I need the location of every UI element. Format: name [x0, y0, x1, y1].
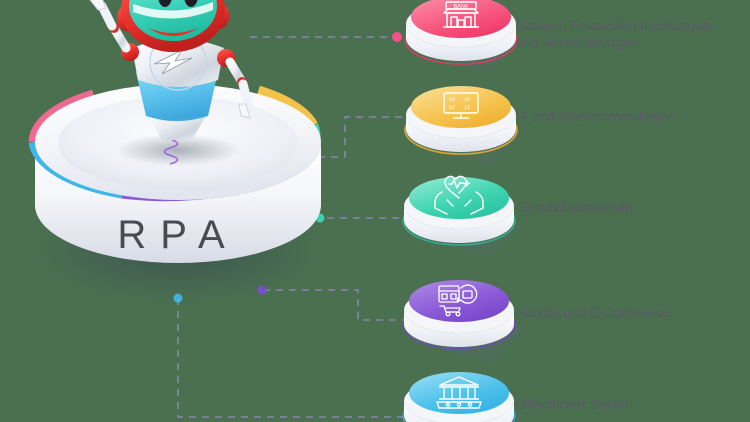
robot-hand-left [89, 0, 107, 11]
connector-banking-dot [392, 32, 402, 42]
robot-eye-left [158, 0, 172, 7]
connector-retail-line [263, 289, 470, 321]
svg-text:10: 10 [464, 97, 470, 103]
industry-button-retail[interactable] [402, 280, 524, 364]
hub-cylinder-side [35, 142, 321, 263]
industry-label-health: Gesundheitswesen [516, 200, 633, 215]
classical-building-icon [436, 376, 482, 409]
public-base-side [404, 401, 514, 422]
hands-heart-pulse-icon [434, 175, 484, 215]
robot-head [117, 0, 229, 52]
robot-face-highlight [133, 2, 213, 19]
public-cap [409, 372, 509, 414]
svg-text:BANK: BANK [454, 4, 469, 10]
robot-mouth [148, 28, 198, 36]
bank-building-icon: BANK [443, 1, 479, 28]
rpa-hub-platform[interactable]: RPA [28, 84, 328, 304]
industry-label-public: Öffentlicher Sektor [516, 397, 630, 412]
industry-label-banking: Banken, Finanzdienstleistungen und Versi… [516, 18, 711, 50]
robot-spring [163, 139, 179, 165]
svg-text:01: 01 [449, 105, 455, 111]
hub-rpa-label: RPA [117, 213, 238, 257]
robot-contact-shadow [116, 134, 240, 166]
health-base-side [404, 206, 514, 243]
industry-button-it[interactable]: 10 10 01 11 [404, 86, 522, 166]
industry-button-banking[interactable]: BANK [404, 0, 520, 72]
industry-label-retail: Handel und E-Commerce [516, 305, 671, 320]
retail-base-side [404, 310, 514, 347]
it-cap [411, 86, 511, 128]
banking-base-side [406, 24, 516, 61]
industry-label-it: IT und Telekommunikation [516, 109, 676, 124]
robot-arm-left [89, 0, 131, 53]
monitor-binary-icon: 10 10 01 11 [443, 92, 479, 119]
robot-hand-right [238, 103, 251, 119]
shop-cart-icon [438, 284, 478, 317]
industry-button-health[interactable] [402, 175, 522, 258]
svg-text:10: 10 [449, 97, 455, 103]
svg-text:11: 11 [464, 105, 470, 111]
robot-arm-right [225, 57, 253, 119]
rpa-robot-mascot[interactable] [89, 0, 253, 165]
robot-eye-right [184, 0, 198, 7]
connector-public-line [177, 298, 470, 418]
industry-button-public[interactable] [402, 372, 524, 422]
banking-cap [411, 0, 511, 38]
it-base-side [406, 115, 516, 152]
